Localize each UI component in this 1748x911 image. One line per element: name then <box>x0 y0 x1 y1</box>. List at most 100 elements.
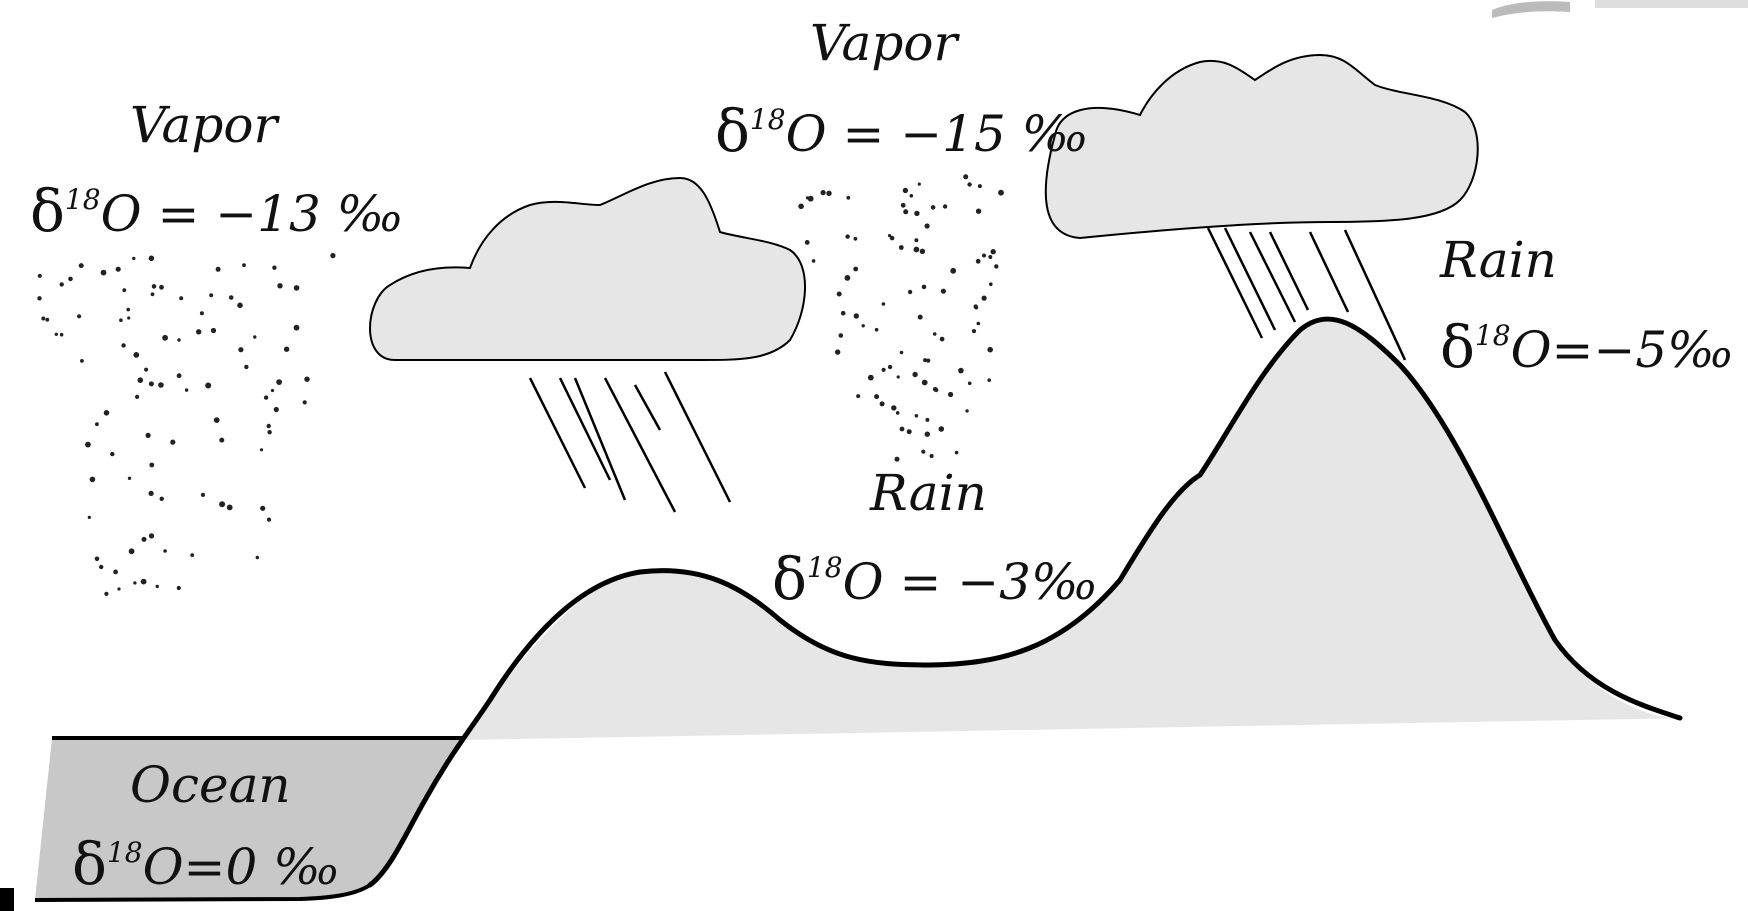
vapor-dot <box>923 358 928 363</box>
vapor-dot <box>237 302 243 309</box>
vapor-dot <box>963 174 969 180</box>
vapor-dot <box>228 295 234 300</box>
vapor-dot <box>924 223 930 229</box>
vapor-dot <box>127 476 132 480</box>
vapor-dot <box>987 378 991 383</box>
vapor-dot <box>159 284 164 290</box>
vapor-dot <box>126 307 130 312</box>
vapor-dot <box>259 448 264 452</box>
vapor-dot <box>219 437 225 443</box>
corner-logo-mark-right <box>1595 0 1748 8</box>
vapor-dot <box>215 266 221 272</box>
vapor-dot <box>889 235 895 241</box>
vapor-dot <box>914 210 920 217</box>
vapor-dot <box>835 349 841 355</box>
rain-middle-value: O = −3‰ <box>842 553 1099 611</box>
vapor-dot <box>939 336 945 342</box>
vapor-dot <box>805 196 810 200</box>
vapor-dot <box>975 208 982 214</box>
vapor-middle-delta: δ18O = −15 ‰ <box>715 102 1089 160</box>
vapor-dot <box>242 263 246 268</box>
vapor-dot <box>263 395 269 400</box>
vapor-dot <box>976 321 981 326</box>
vapor-dot <box>891 405 897 411</box>
isotope-mass: 18 <box>749 103 786 136</box>
vapor-dot <box>838 333 844 338</box>
vapor-dot <box>798 203 804 210</box>
delta-symbol: δ <box>715 97 750 165</box>
vapor-dot <box>971 329 977 334</box>
vapor-dot <box>272 265 277 270</box>
vapor-dot <box>844 275 851 281</box>
vapor-dot <box>899 350 904 355</box>
vapor-dot <box>921 379 928 386</box>
vapor-dot <box>78 263 84 269</box>
vapor-dot <box>887 234 892 238</box>
vapor-dot <box>896 375 900 379</box>
vapor-dot <box>45 317 50 322</box>
vapor-dot <box>874 394 880 400</box>
vapor-dot <box>881 302 886 306</box>
vapor-dot <box>900 202 906 208</box>
vapor-dot <box>213 417 220 423</box>
vapor-dot <box>200 492 206 497</box>
vapor-dot <box>330 253 336 259</box>
vapor-dot <box>967 182 972 187</box>
vapor-dot <box>903 209 909 215</box>
vapor-dot <box>179 296 184 301</box>
ocean-body <box>35 738 462 900</box>
vapor-dot <box>907 289 913 295</box>
vapor-dot <box>950 267 957 274</box>
vapor-dot <box>121 343 126 348</box>
vapor-dot <box>133 581 137 585</box>
vapor-dot <box>260 505 266 511</box>
vapor-dot <box>190 553 195 557</box>
vapor-dot <box>184 388 189 392</box>
cloud-right <box>1044 53 1479 240</box>
isotope-mass: 18 <box>1474 319 1511 352</box>
rain-streaks-right <box>1206 227 1407 361</box>
land-outline <box>367 316 1683 888</box>
vapor-dot <box>80 359 84 363</box>
vapor-dot <box>163 549 167 553</box>
cloud-left <box>369 176 807 361</box>
vapor-dot <box>807 195 814 202</box>
vapor-dot <box>94 556 100 562</box>
ocean-floor-line <box>34 883 372 902</box>
vapor-left-title: Vapor <box>130 96 278 154</box>
vapor-dot <box>954 450 959 455</box>
delta-symbol: δ <box>30 177 65 245</box>
vapor-dot <box>975 258 981 264</box>
vapor-dot <box>145 432 151 438</box>
vapor-dot <box>205 382 212 389</box>
vapor-dot <box>87 515 91 520</box>
vapor-dot <box>103 410 110 416</box>
rain-right-title: Rain <box>1440 231 1557 289</box>
vapor-dot <box>196 329 202 335</box>
delta-symbol: δ <box>1440 313 1475 381</box>
vapor-dot <box>940 288 947 294</box>
vapor-dot <box>804 240 810 245</box>
vapor-dot <box>967 381 972 386</box>
vapor-dot <box>244 364 249 370</box>
vapor-dot <box>77 314 82 319</box>
vapor-dot <box>266 517 272 522</box>
vapor-dot <box>266 423 271 429</box>
vapor-dot <box>302 400 307 405</box>
vapor-dot <box>127 316 131 320</box>
vapor-dot <box>853 266 859 272</box>
vapor-dot <box>226 504 233 511</box>
rain-middle-delta: δ18O = −3‰ <box>772 550 1098 608</box>
vapor-dot <box>277 283 283 289</box>
vapor-dot <box>846 195 851 200</box>
vapor-dot <box>133 352 140 358</box>
vapor-dot <box>59 282 64 287</box>
vapor-dot <box>987 346 993 353</box>
vapor-dot <box>132 256 136 261</box>
vapor-dot <box>965 409 969 413</box>
vapor-dot <box>293 324 300 331</box>
vapor-dot <box>119 318 123 323</box>
vapor-dot <box>148 490 154 496</box>
land-mass <box>462 318 1690 740</box>
isotope-mass: 18 <box>64 183 101 216</box>
